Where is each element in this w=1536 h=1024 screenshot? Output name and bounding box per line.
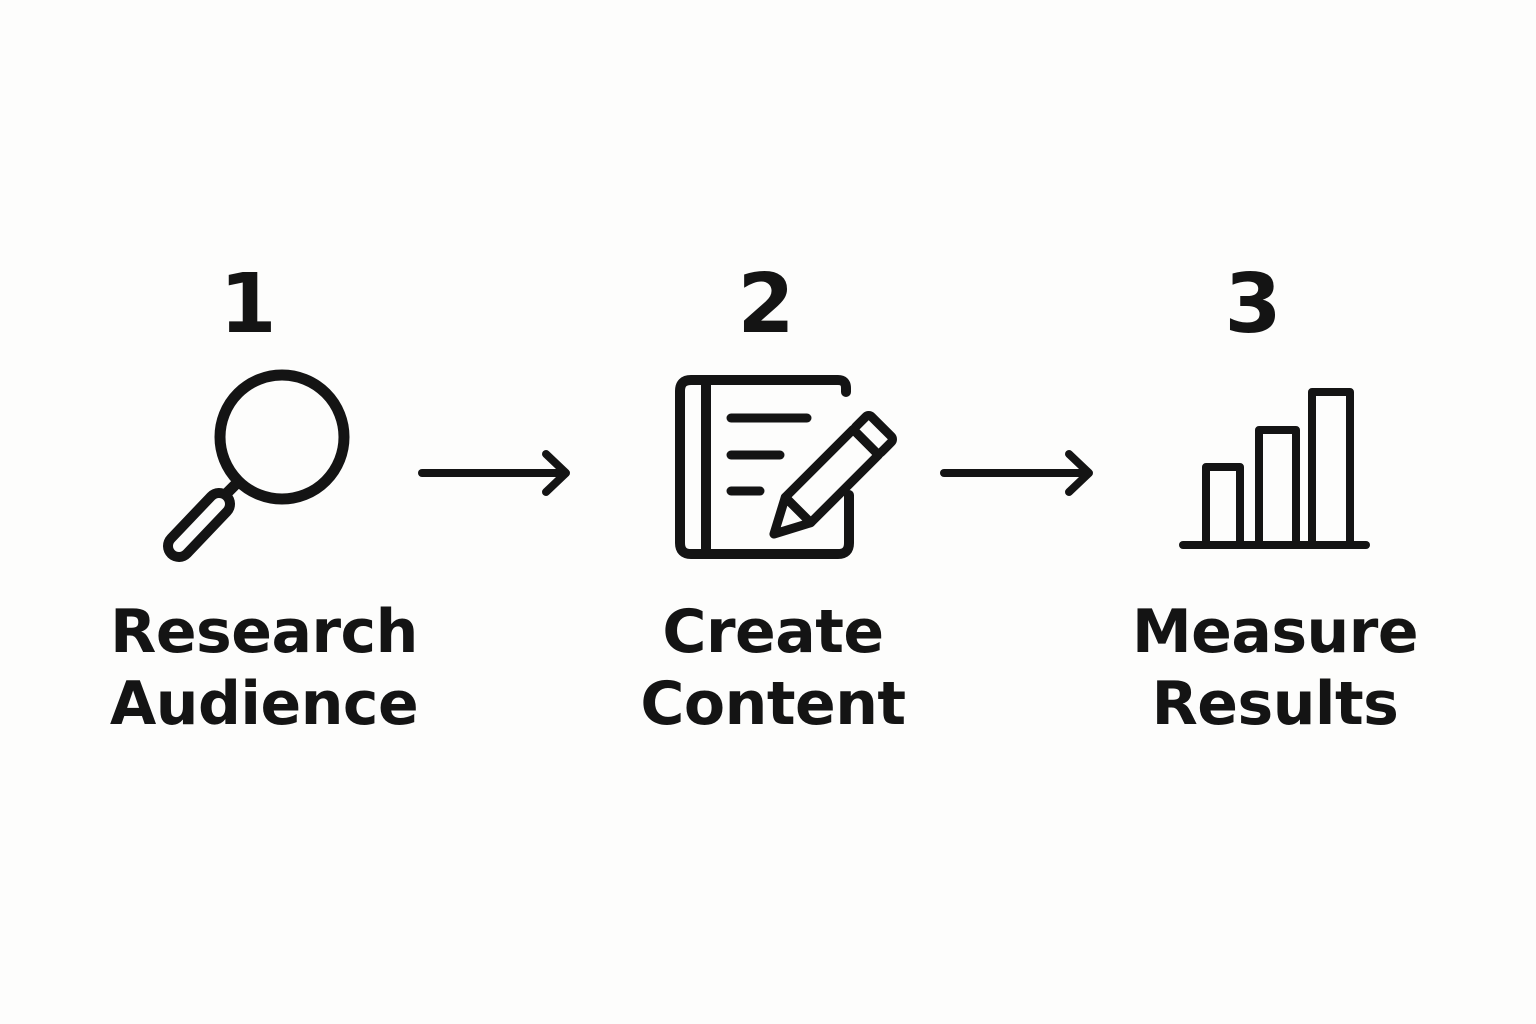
step-1-label-line-1: Research (110, 597, 418, 667)
step-1-label: Research Audience (64, 596, 464, 740)
arrow-right-icon (933, 445, 1103, 505)
document-pencil-icon (670, 370, 910, 570)
bar-chart-icon (1170, 380, 1380, 560)
magnifying-glass-icon (160, 365, 360, 570)
step-1-label-line-2: Audience (109, 669, 419, 739)
step-3-number: 3 (1224, 257, 1282, 352)
step-3-label-line-1: Measure (1131, 597, 1419, 667)
step-1-number: 1 (219, 257, 277, 352)
step-2-label-line-1: Create (662, 597, 884, 667)
step-2-number: 2 (737, 257, 795, 352)
step-2-label-line-2: Content (640, 669, 906, 739)
arrow-right-icon (410, 445, 580, 505)
step-3-label-line-2: Results (1151, 669, 1399, 739)
step-2-label: Create Content (573, 596, 973, 740)
step-3-label: Measure Results (1075, 596, 1475, 740)
